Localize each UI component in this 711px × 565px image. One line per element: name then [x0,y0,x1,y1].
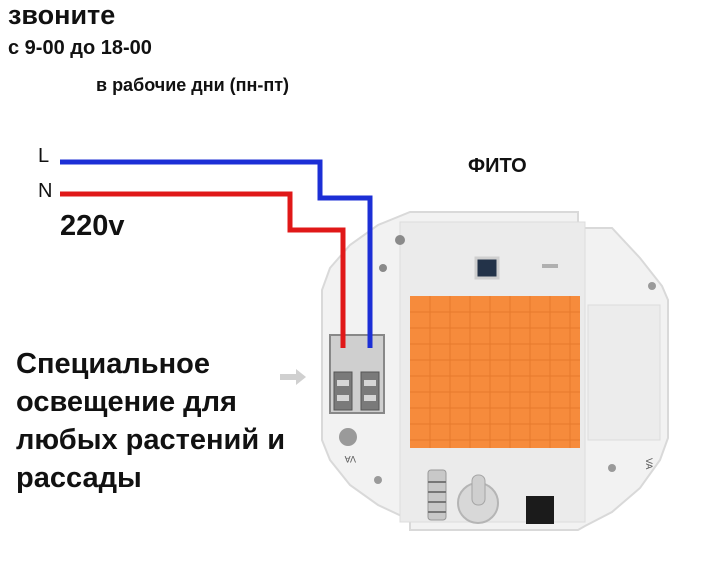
capacitor-top [471,474,486,506]
right-panel [587,304,661,441]
pointer-arrow [280,369,306,385]
wire-line [60,159,373,348]
terminal-slot-1 [333,371,353,411]
marking-left: VA [345,454,356,464]
wire-neutral [60,191,346,348]
line-label: L [38,145,50,167]
terminal-contact-3 [364,380,376,386]
terminal-contact-4 [364,395,376,401]
mounting-hole-top [395,235,405,245]
resistor-bands [428,481,446,513]
working-days: в рабочие дни (пн-пт) [96,75,290,95]
terminal-contact-1 [337,380,349,386]
voltage-label: 220v [60,210,125,242]
neutral-label: N [38,180,53,202]
working-hours: с 9-00 до 18-00 [8,37,152,59]
description-text: Специальное освещение для любых растений… [16,348,286,494]
terminal-contact-2 [337,395,349,401]
mounting-hole-small-3 [374,476,382,484]
bridge-chip [526,496,554,524]
mounting-hole-small-4 [608,464,616,472]
chip-top [474,256,500,280]
mounting-hole-small-2 [648,282,656,290]
module-title: ФИТО [468,155,527,177]
led-array [410,296,580,448]
led-grid [410,296,580,448]
mounting-hole-left [379,264,387,272]
terminal-slot-2 [360,371,380,411]
mounting-hole-bottom-left [339,428,357,446]
chip-small-top [542,264,558,268]
call-title: звоните [8,0,116,30]
marking-right: VA [644,458,654,469]
